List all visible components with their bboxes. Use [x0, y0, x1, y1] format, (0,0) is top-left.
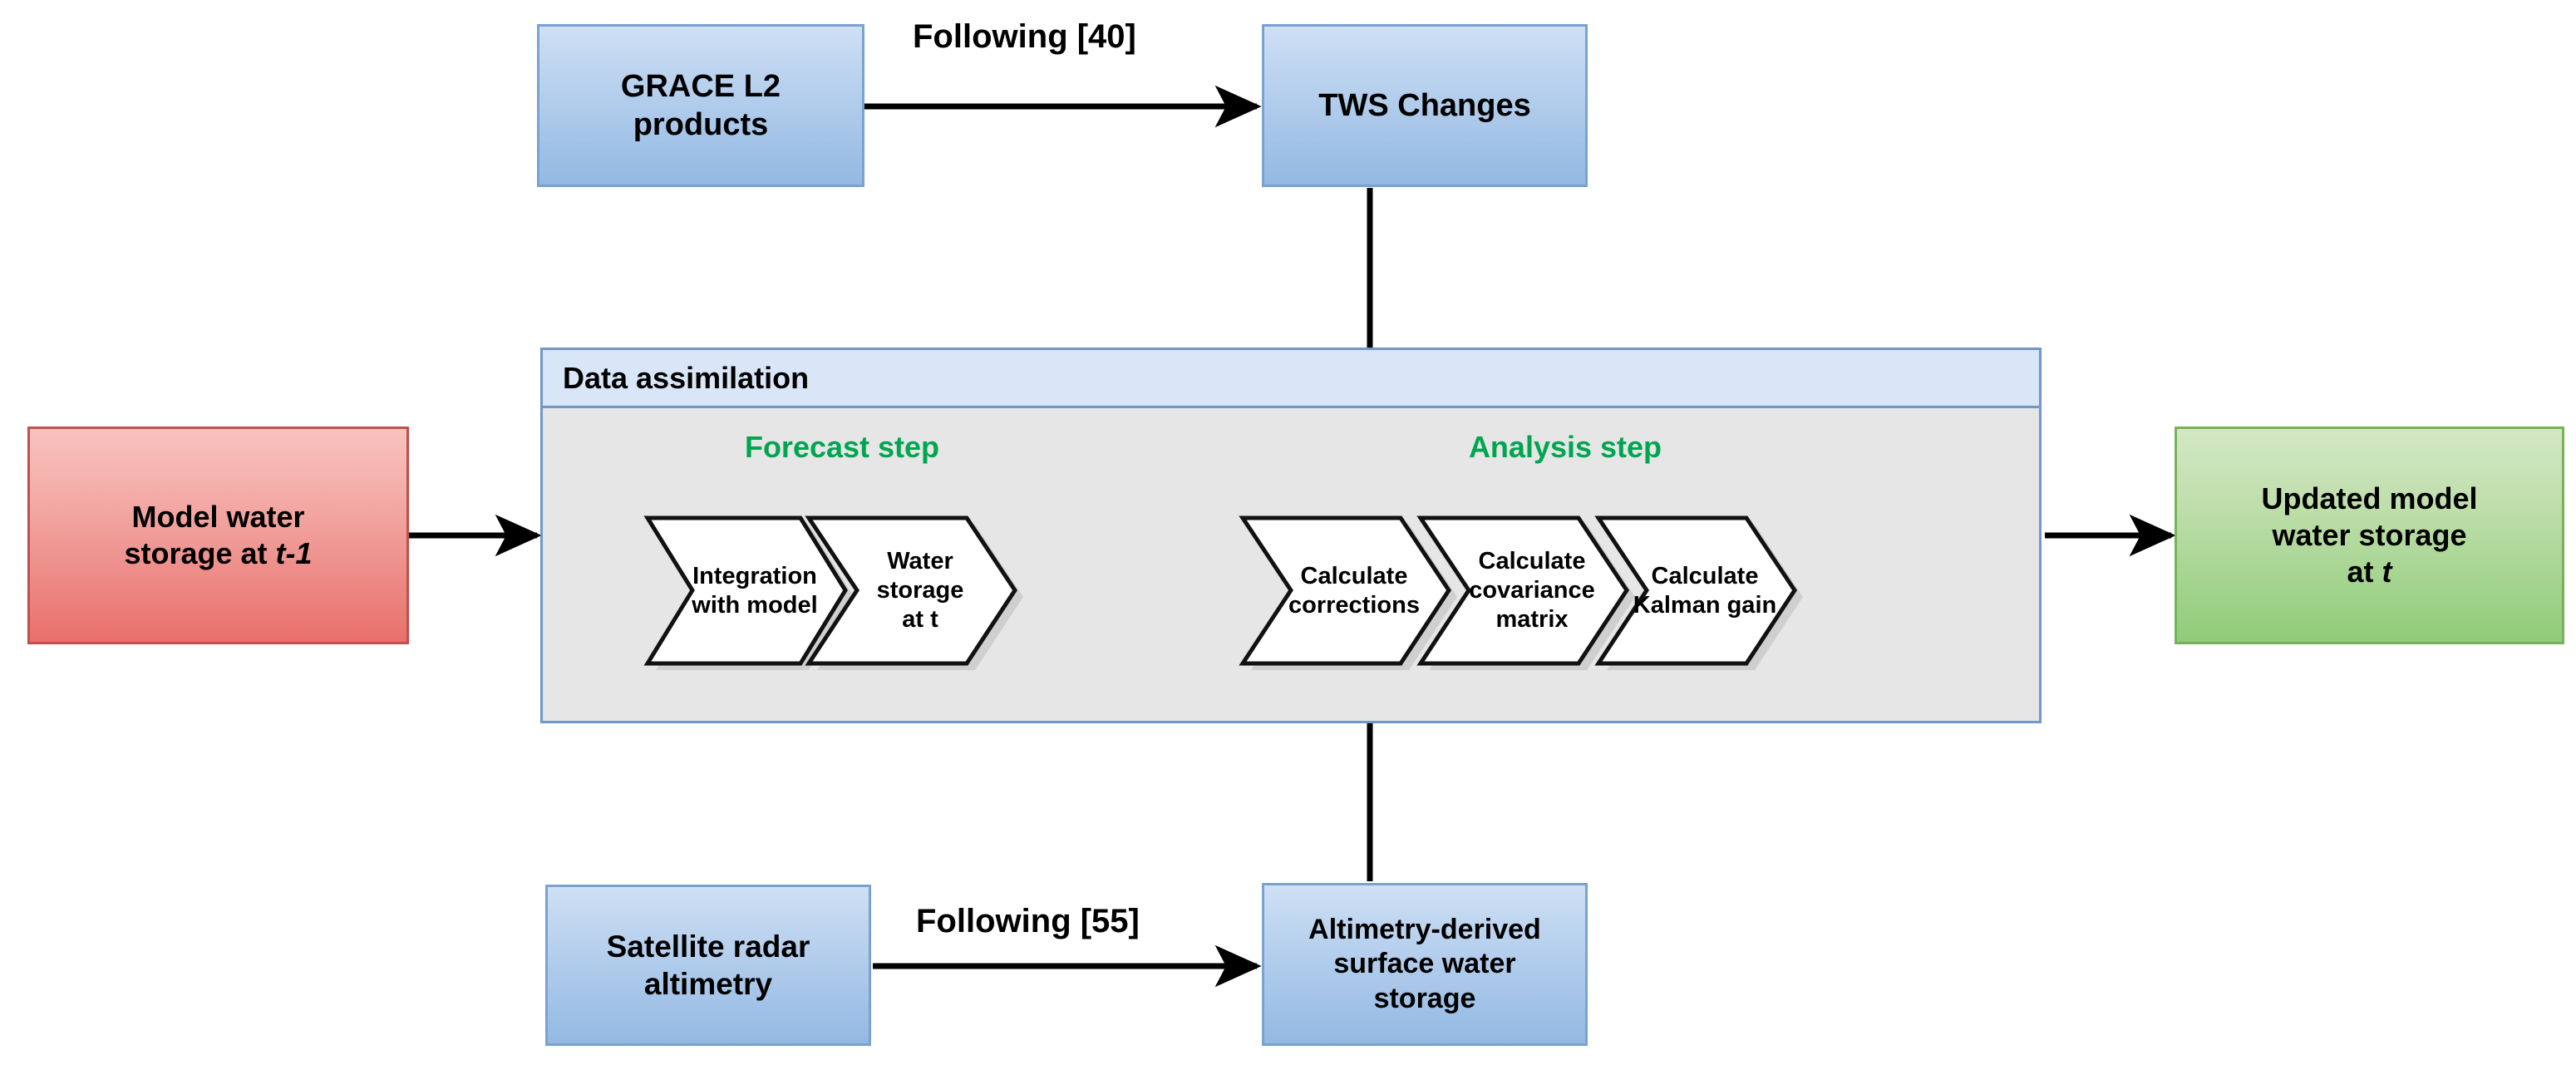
chevron-line-1: Integration: [692, 562, 817, 589]
data-assimilation-container: Data assimilation Forecast step Analysis…: [540, 348, 2042, 723]
node-line-1: Updated model: [2261, 481, 2478, 516]
node-line-3-prefix: at: [2347, 554, 2382, 589]
analysis-step-title: Analysis step: [1468, 430, 1662, 464]
chevron-line-1: Water: [887, 548, 953, 575]
node-line-2: storage at t-1: [124, 535, 312, 572]
node-time-index: t: [2381, 554, 2392, 589]
chevron-line-3: matrix: [1495, 605, 1569, 633]
chevron-calculate-covariance-matrix: [1416, 515, 1629, 666]
chevron-line-1: Calculate: [1651, 562, 1759, 589]
chevron-label-water-storage-at-t: Water storage at t: [809, 518, 1015, 663]
arrow-label-following-40: Following [40]: [913, 18, 1136, 55]
node-satellite-radar-altimetry[interactable]: Satellite radar altimetry: [545, 885, 871, 1046]
chevron-line-1: Calculate: [1478, 548, 1586, 575]
chevron-line-3: at t: [902, 605, 938, 633]
node-grace-l2-products[interactable]: GRACE L2 products: [537, 24, 864, 187]
node-model-water-storage-t-minus-1[interactable]: Model water storage at t-1: [27, 427, 409, 644]
chevron-label-integration-with-model: Integration with model: [648, 518, 845, 663]
node-line-1: Satellite radar: [606, 929, 810, 964]
chevron-calculate-corrections: [1239, 515, 1451, 666]
node-line-2: surface water: [1333, 948, 1516, 980]
chevron-line-1: Calculate: [1300, 562, 1408, 589]
chevron-integration-with-model: [643, 515, 848, 666]
node-line-2: products: [633, 107, 769, 142]
chevron-label-calculate-covariance-matrix: Calculate covariance matrix: [1421, 518, 1627, 663]
node-updated-model-water-storage-t[interactable]: Updated model water storage at t: [2175, 427, 2564, 644]
chevron-line-2: storage: [876, 577, 964, 604]
chevron-water-storage-at-t: [805, 515, 1017, 666]
node-time-index: t-1: [275, 536, 313, 570]
node-line-1: Model water: [131, 500, 305, 535]
node-tws-changes[interactable]: TWS Changes: [1262, 24, 1588, 187]
node-line-2-prefix: storage at: [124, 536, 276, 570]
chevron-line-2: with model: [692, 591, 818, 619]
node-line-2: altimetry: [643, 967, 773, 1001]
node-line-3: at t: [2261, 554, 2477, 590]
arrow-label-following-55: Following [55]: [916, 903, 1140, 939]
node-altimetry-derived-surface-water-storage[interactable]: Altimetry-derived surface water storage: [1262, 883, 1588, 1046]
node-line-2: water storage: [2272, 518, 2467, 553]
node-line-3: storage: [1373, 982, 1476, 1014]
chevron-layer: [643, 515, 1803, 670]
chevron-calculate-kalman-gain: [1594, 515, 1797, 666]
data-assimilation-header: Data assimilation: [543, 350, 2039, 408]
node-line-1: GRACE L2: [620, 68, 781, 104]
chevron-label-calculate-corrections: Calculate corrections: [1243, 518, 1449, 663]
forecast-step-title: Forecast step: [744, 430, 940, 464]
chevron-line-2: corrections: [1288, 591, 1420, 619]
node-line-1: Altimetry-derived: [1308, 913, 1541, 945]
data-assimilation-label: Data assimilation: [563, 360, 810, 395]
node-line-1: TWS Changes: [1318, 87, 1531, 123]
chevron-line-2: Kalman gain: [1633, 591, 1777, 619]
chevron-label-calculate-kalman-gain: Calculate Kalman gain: [1598, 518, 1795, 663]
chevron-line-2: covariance: [1469, 577, 1595, 604]
